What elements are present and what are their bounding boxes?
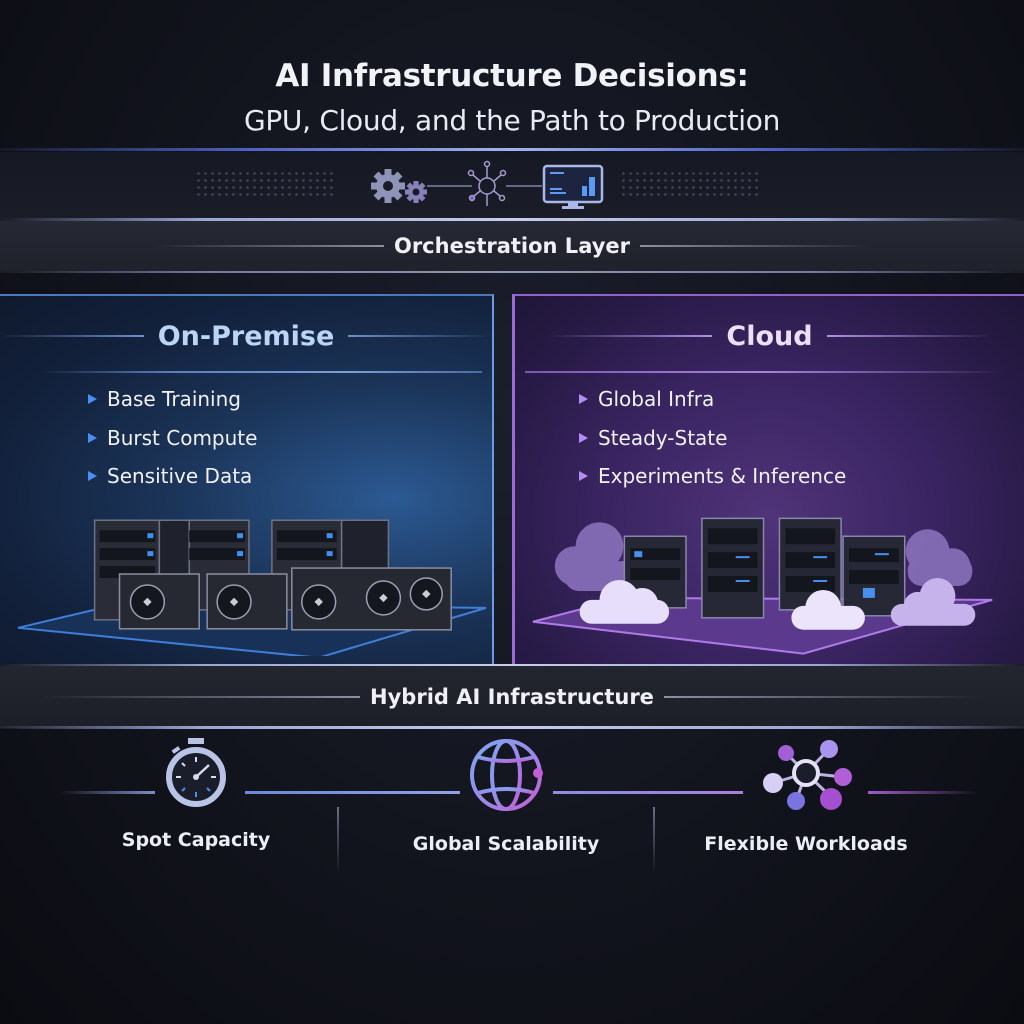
- orchestration-layer-label: Orchestration Layer: [393, 234, 631, 258]
- panel-divider: [525, 371, 1004, 373]
- cloud-panel: Cloud Global Infra Steady-State Experime…: [512, 294, 1024, 664]
- list-item: Base Training: [88, 380, 257, 419]
- feature-spot-capacity: Spot Capacity: [66, 735, 326, 851]
- connector-line: [868, 791, 978, 794]
- monitor-chart-icon: [542, 164, 604, 209]
- bullet-triangle-icon: [579, 471, 588, 482]
- hybrid-features: Spot Capacity Global Scalability: [0, 735, 1024, 875]
- network-hub-icon: [467, 160, 507, 206]
- bullet-triangle-icon: [88, 432, 97, 443]
- list-item: Global Infra: [579, 380, 846, 419]
- title-line-left: [0, 335, 144, 337]
- orchestration-icon-band: [0, 152, 1024, 218]
- cloud-list: Global Infra Steady-State Experiments & …: [579, 380, 846, 496]
- bullet-triangle-icon: [579, 432, 588, 443]
- separator: [337, 807, 339, 873]
- hybrid-label: Hybrid AI Infrastructure: [370, 685, 654, 709]
- title-line-right: [348, 335, 493, 337]
- connector-line: [245, 791, 460, 794]
- separator: [653, 807, 655, 873]
- label-line-left: [153, 245, 384, 247]
- feature-flexible-workloads: Flexible Workloads: [676, 735, 936, 855]
- orchestration-layer-band: Orchestration Layer: [0, 221, 1024, 271]
- title-line-left: [547, 335, 713, 337]
- cloud-server-illustration: [532, 517, 993, 655]
- dot-pattern: [195, 170, 335, 200]
- orchestration-icons: [371, 160, 604, 209]
- network-nodes-icon: [763, 740, 852, 810]
- divider-rail: [0, 271, 1024, 273]
- onprem-panel: On-Premise Base Training Burst Compute S…: [0, 294, 494, 664]
- cloud-title: Cloud: [726, 320, 813, 352]
- page-subtitle: GPU, Cloud, and the Path to Production: [243, 104, 781, 137]
- gpu-server-rack-illustration: [17, 519, 487, 656]
- panel-divider: [40, 371, 482, 373]
- connector-line: [553, 791, 743, 794]
- divider-rail: [0, 726, 1024, 729]
- feature-label: Global Scalability: [412, 833, 600, 855]
- dot-pattern: [620, 170, 760, 200]
- divider-rail: [0, 664, 1024, 667]
- gears-icon: [371, 169, 427, 203]
- globe-icon: [470, 739, 543, 811]
- list-item: Experiments & Inference: [579, 457, 846, 496]
- divider-rail: [0, 148, 1024, 151]
- label-line-right: [663, 696, 984, 698]
- stopwatch-icon: [166, 738, 226, 807]
- page-title: AI Infrastructure Decisions:: [275, 58, 749, 94]
- feature-global-scalability: Global Scalability: [376, 735, 636, 855]
- connector-line: [60, 791, 155, 794]
- title-line-right: [826, 335, 992, 337]
- onprem-title: On-Premise: [157, 320, 335, 352]
- list-item: Steady-State: [579, 419, 846, 458]
- hybrid-infrastructure-band: Hybrid AI Infrastructure: [0, 666, 1024, 728]
- bullet-triangle-icon: [579, 394, 588, 405]
- bullet-triangle-icon: [88, 394, 97, 405]
- label-line-left: [40, 696, 361, 698]
- bullet-triangle-icon: [88, 471, 97, 482]
- label-line-right: [640, 245, 871, 247]
- feature-label: Flexible Workloads: [704, 833, 908, 855]
- divider-rail: [0, 218, 1024, 221]
- onprem-list: Base Training Burst Compute Sensitive Da…: [88, 380, 257, 496]
- feature-label: Spot Capacity: [121, 829, 271, 851]
- list-item: Burst Compute: [88, 419, 257, 458]
- list-item: Sensitive Data: [88, 457, 257, 496]
- title-block: AI Infrastructure Decisions: GPU, Cloud,…: [0, 58, 1024, 137]
